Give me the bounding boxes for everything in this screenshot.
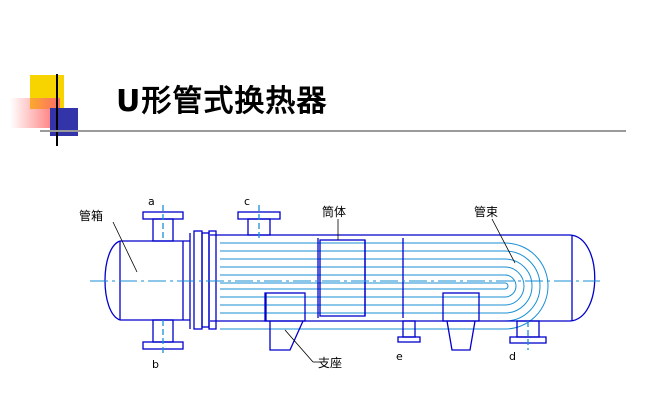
slide-title: U形管式换热器 <box>116 84 328 119</box>
nozzle-d <box>509 320 547 350</box>
label-header-box: 管箱 <box>79 208 103 223</box>
label-nozzle-d: d <box>509 350 516 363</box>
label-shell: 筒体 <box>322 204 346 219</box>
label-nozzle-a: a <box>148 195 155 208</box>
label-nozzle-e: e <box>396 350 403 363</box>
tube-sheet-flange <box>193 230 217 330</box>
nozzle-a <box>142 205 184 242</box>
shell-outline <box>210 234 596 322</box>
support-right <box>442 292 480 351</box>
label-nozzle-c: c <box>244 195 250 208</box>
nozzle-c <box>237 205 281 240</box>
tube-bundle <box>220 242 549 330</box>
label-support: 支座 <box>318 355 342 370</box>
support-left <box>264 292 306 351</box>
label-tube-bundle: 管束 <box>474 204 498 219</box>
decorative-vertical-line <box>56 74 58 146</box>
leader-lines <box>112 218 516 363</box>
label-nozzle-b: b <box>152 358 159 371</box>
title-underline <box>40 130 626 132</box>
nozzle-e <box>397 320 421 343</box>
nozzle-b <box>142 319 184 356</box>
